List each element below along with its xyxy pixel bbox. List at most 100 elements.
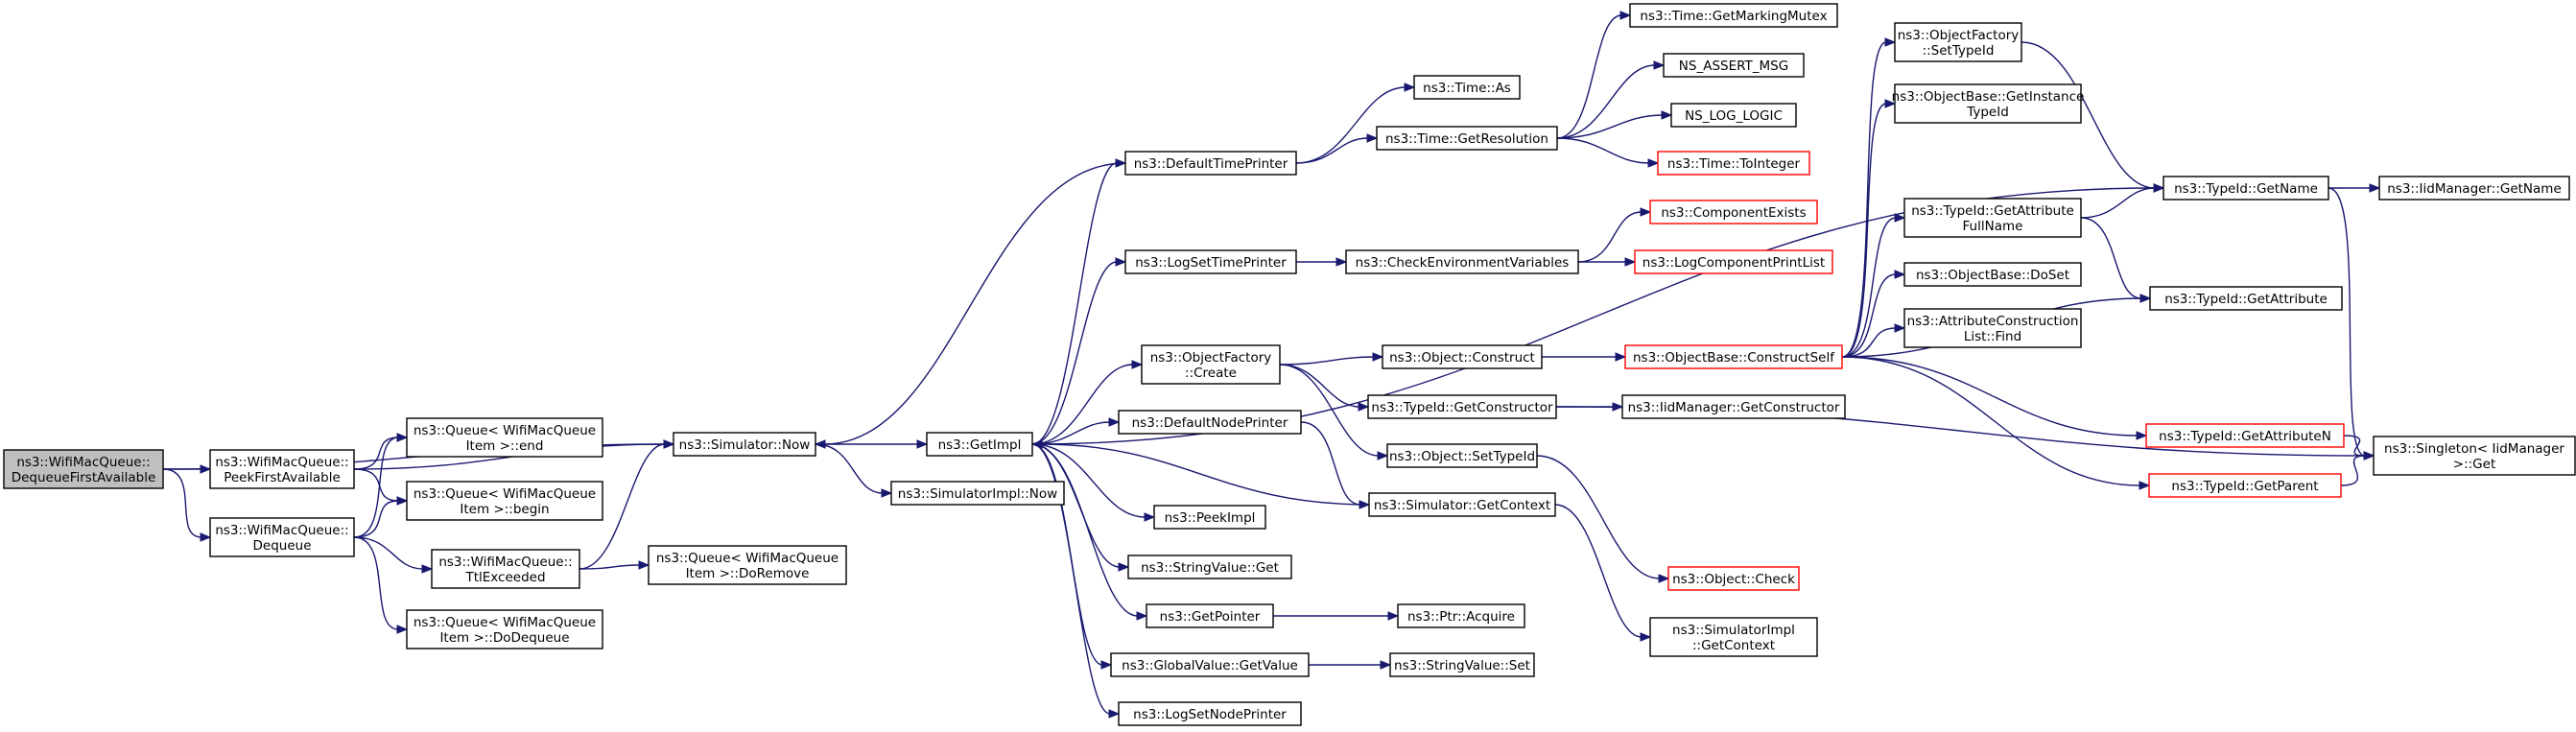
- node-ofc[interactable]: ns3::ObjectFactory::Create: [1141, 344, 1281, 385]
- node-label: ns3::ComponentExists: [1661, 205, 1806, 221]
- node-deq[interactable]: ns3::WifiMacQueue::Dequeue: [209, 517, 355, 557]
- arrowhead-icon: [1118, 562, 1130, 572]
- node-markmutex[interactable]: ns3::Time::GetMarkingMutex: [1629, 3, 1838, 28]
- node-svget[interactable]: ns3::StringValue::Get: [1127, 555, 1292, 579]
- arrowhead-icon: [1387, 611, 1400, 621]
- edge-line: [579, 443, 666, 570]
- edge-line: [1841, 273, 1897, 358]
- node-gvget[interactable]: ns3::GlobalValue::GetValue: [1110, 652, 1310, 677]
- edge-ltp-to-checkenv: [1296, 257, 1348, 267]
- node-box: [673, 432, 816, 457]
- node-box: [209, 449, 355, 489]
- edge-line: [2328, 187, 2366, 457]
- node-dtp[interactable]: ns3::DefaultTimePrinter: [1124, 151, 1297, 176]
- node-getptr[interactable]: ns3::GetPointer: [1146, 603, 1274, 628]
- node-box: [1649, 617, 1818, 657]
- node-label: ::GetContext: [1692, 638, 1775, 653]
- edge-dnp-to-simgetctx: [1300, 421, 1371, 509]
- edge-line: [353, 437, 399, 470]
- node-lsnp[interactable]: ns3::LogSetNodePrinter: [1118, 701, 1302, 726]
- node-obconstructself[interactable]: ns3::ObjectBase::ConstructSelf: [1624, 344, 1843, 369]
- arrowhead-icon: [1108, 709, 1121, 719]
- node-simgetctx[interactable]: ns3::Simulator::GetContext: [1368, 492, 1556, 517]
- node-box: [1903, 198, 2082, 238]
- node-tidgetctor[interactable]: ns3::TypeId::GetConstructor: [1367, 394, 1557, 419]
- node-objconstruct[interactable]: ns3::Object::Construct: [1382, 344, 1543, 369]
- edge-getimpl-to-ofc: [1031, 360, 1144, 445]
- edge-line: [353, 500, 399, 538]
- node-peek[interactable]: ns3::WifiMacQueue::PeekFirstAvailable: [209, 449, 355, 489]
- node-ptracq[interactable]: ns3::Ptr::Acquire: [1397, 603, 1525, 628]
- edge-line: [1556, 14, 1622, 139]
- arrowhead-icon: [1661, 110, 1673, 120]
- node-tidgetattrn[interactable]: ns3::TypeId::GetAttributeN: [2145, 423, 2345, 448]
- node-objcheck[interactable]: ns3::Object::Check: [1667, 566, 1800, 591]
- node-ttl[interactable]: ns3::WifiMacQueue::TtlExceeded: [431, 549, 580, 589]
- node-tidgetname[interactable]: ns3::TypeId::GetName: [2162, 176, 2329, 201]
- node-tidgetparent[interactable]: ns3::TypeId::GetParent: [2148, 473, 2342, 498]
- node-compex[interactable]: ns3::ComponentExists: [1649, 200, 1818, 224]
- node-peekimpl[interactable]: ns3::PeekImpl: [1153, 505, 1266, 530]
- node-obdoset[interactable]: ns3::ObjectBase::DoSet: [1903, 262, 2082, 287]
- node-getimpl[interactable]: ns3::GetImpl: [926, 432, 1033, 457]
- node-label: ns3::TypeId::GetName: [2174, 181, 2318, 197]
- node-label: ns3::WifiMacQueue::: [215, 523, 348, 538]
- edge-line: [823, 162, 1126, 445]
- arrowhead-icon: [1884, 99, 1897, 108]
- node-tidgetattr[interactable]: ns3::TypeId::GetAttribute: [2149, 286, 2343, 311]
- node-nsassert[interactable]: NS_ASSERT_MSG: [1663, 53, 1805, 78]
- edge-timeres-to-nslog: [1556, 110, 1673, 139]
- node-label: ns3::SimulatorImpl::Now: [898, 486, 1057, 502]
- arrowhead-icon: [421, 564, 434, 574]
- edge-line: [353, 468, 399, 502]
- node-label: ns3::PeekImpl: [1165, 510, 1256, 526]
- edge-objsettid-to-objcheck: [1536, 455, 1670, 583]
- node-box: [1146, 603, 1274, 628]
- node-box: [1903, 308, 2082, 348]
- node-checkenv[interactable]: ns3::CheckEnvironmentVariables: [1345, 249, 1579, 274]
- node-simimplnow[interactable]: ns3::SimulatorImpl::Now: [890, 481, 1065, 506]
- node-label: Item >::DoRemove: [686, 566, 810, 581]
- arrowhead-icon: [1404, 83, 1416, 92]
- node-svset[interactable]: ns3::StringValue::Set: [1389, 652, 1535, 677]
- node-simnow[interactable]: ns3::Simulator::Now: [673, 432, 816, 457]
- node-logcpl[interactable]: ns3::LogComponentPrintList: [1634, 249, 1833, 274]
- edge-simgetctx-to-simimplctx: [1554, 504, 1652, 642]
- arrowhead-icon: [396, 433, 409, 442]
- node-box: [1621, 394, 1846, 419]
- node-ltp[interactable]: ns3::LogSetTimePrinter: [1124, 249, 1297, 274]
- node-nslog[interactable]: NS_LOG_LOGIC: [1670, 103, 1797, 128]
- edge-obconstructself-to-tidgetattrfull: [1841, 213, 1906, 358]
- node-dnp[interactable]: ns3::DefaultNodePrinter: [1118, 410, 1302, 435]
- node-label: ns3::Ptr::Acquire: [1407, 609, 1515, 625]
- edge-line: [1841, 103, 1887, 358]
- node-label: ns3::Simulator::GetContext: [1374, 498, 1550, 513]
- node-singleton[interactable]: ns3::Singleton< IidManager>::Get: [2373, 436, 2576, 476]
- node-simimplctx[interactable]: ns3::SimulatorImpl::GetContext: [1649, 617, 1818, 657]
- node-timeres[interactable]: ns3::Time::GetResolution: [1376, 126, 1558, 151]
- node-ofsettid[interactable]: ns3::ObjectFactory::SetTypeId: [1894, 22, 2022, 62]
- edge-obconstructself-to-obgetinst: [1841, 99, 1897, 358]
- node-toint[interactable]: ns3::Time::ToInteger: [1657, 151, 1810, 176]
- edge-line: [1841, 356, 2139, 437]
- node-label: ns3::LogComponentPrintList: [1642, 255, 1825, 271]
- node-objsettid[interactable]: ns3::Object::SetTypeId: [1386, 443, 1538, 468]
- edge-line: [162, 468, 202, 538]
- node-iidgetctor[interactable]: ns3::IidManager::GetConstructor: [1621, 394, 1846, 419]
- node-label: >::Get: [2453, 457, 2495, 472]
- node-root[interactable]: ns3::WifiMacQueue::DequeueFirstAvailable: [3, 449, 164, 489]
- edge-line: [2340, 455, 2366, 486]
- edge-ttl-to-qdorem: [579, 560, 650, 570]
- node-timeas[interactable]: ns3::Time::As: [1413, 75, 1521, 100]
- node-box: [2378, 176, 2570, 201]
- node-iidgetname[interactable]: ns3::IidManager::GetName: [2378, 176, 2570, 201]
- edge-line: [1279, 364, 1360, 408]
- node-label: ns3::Object::Construct: [1389, 350, 1535, 366]
